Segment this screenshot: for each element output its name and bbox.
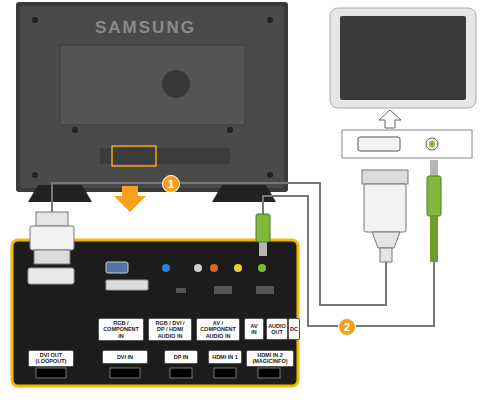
- audio-out-jack: [258, 264, 266, 272]
- port-label-box: HDMI IN 1: [208, 350, 242, 364]
- callout-number: 1: [162, 175, 180, 193]
- dvi-port: [28, 268, 74, 284]
- audio-plug-strain: [430, 216, 438, 262]
- dvi-plug: [34, 250, 70, 264]
- audio-plug-tip: [259, 242, 267, 256]
- audio-plug: [256, 214, 270, 242]
- port-label-box: HDMI IN 2 (MAGICINFO): [246, 350, 294, 367]
- hdmi-port: [214, 368, 236, 378]
- port-label-box: AV / COMPONENT AUDIO IN: [196, 318, 240, 341]
- monitor-vent: [162, 70, 190, 98]
- rca-jack: [194, 264, 202, 272]
- brand-logo: SAMSUNG: [95, 18, 196, 38]
- port-label: DVI IN: [117, 354, 133, 360]
- monitor-back: [16, 2, 288, 192]
- dvi-port: [106, 280, 148, 290]
- port-label-box: RGB / COMPONENT IN: [98, 318, 144, 341]
- audio-plug: [427, 176, 441, 216]
- pc-audio-jack-core: [429, 141, 435, 147]
- pc-screen: [340, 16, 466, 100]
- port-label: RGB / COMPONENT IN: [101, 320, 141, 339]
- dvi-cable: [52, 183, 386, 305]
- port-highlight: [112, 146, 156, 166]
- pc-dvi-port: [358, 137, 400, 151]
- dvi-plug: [36, 212, 68, 226]
- callout-number: 2: [338, 318, 356, 336]
- monitor-stand: [212, 185, 276, 202]
- port-label-box: DVI OUT (LOOPOUT): [28, 350, 74, 367]
- dvi-plug: [30, 226, 74, 250]
- port-label: AV IN: [247, 323, 261, 336]
- port-label: AUDIO OUT: [268, 323, 286, 336]
- port-label-box: AUDIO OUT: [266, 318, 288, 340]
- audio-plug-tip: [430, 160, 438, 176]
- dvi-plug: [372, 232, 400, 248]
- vga-port: [106, 262, 128, 273]
- monitor-back-panel: [20, 6, 284, 188]
- rca-jack: [210, 264, 218, 272]
- monitor-port-strip: [100, 148, 230, 164]
- port-label: RGB / DVI / DP / HDMI AUDIO IN: [151, 320, 189, 339]
- dvi-plug: [364, 184, 406, 232]
- port-label-box: DP IN: [164, 350, 198, 364]
- hdmi-port: [214, 286, 232, 294]
- port-label-box: DC: [288, 318, 300, 340]
- monitor-screws: [32, 17, 273, 178]
- dp-port: [170, 368, 192, 378]
- port-label: DP IN: [174, 354, 189, 360]
- port-label: HDMI IN 1: [212, 354, 238, 360]
- up-arrow: [379, 110, 401, 128]
- monitor-back-housing: [60, 45, 245, 125]
- dvi-out-port: [36, 368, 66, 378]
- port-label-box: AV IN: [244, 318, 264, 340]
- port-label: AV / COMPONENT AUDIO IN: [199, 320, 237, 339]
- dvi-plug: [362, 170, 408, 184]
- pc-display: [330, 8, 476, 108]
- audio-jack: [162, 264, 170, 272]
- down-arrow: [114, 186, 146, 212]
- small-port: [176, 288, 186, 293]
- connector-panel: [12, 240, 298, 386]
- port-label: DC: [290, 326, 298, 332]
- dvi-plug: [380, 248, 392, 262]
- monitor-stand: [28, 185, 92, 202]
- port-label-box: RGB / DVI / DP / HDMI AUDIO IN: [148, 318, 192, 341]
- port-label: HDMI IN 2 (MAGICINFO): [249, 352, 291, 365]
- pc-port-panel: [342, 130, 472, 158]
- dvi-in-port: [110, 368, 140, 378]
- hdmi-port: [256, 286, 274, 294]
- pc-audio-jack: [426, 138, 438, 150]
- port-label: DVI OUT (LOOPOUT): [31, 352, 71, 365]
- rca-jack: [234, 264, 242, 272]
- hdmi-port: [258, 368, 280, 378]
- audio-cable: [263, 196, 434, 326]
- port-label-box: DVI IN: [102, 350, 148, 364]
